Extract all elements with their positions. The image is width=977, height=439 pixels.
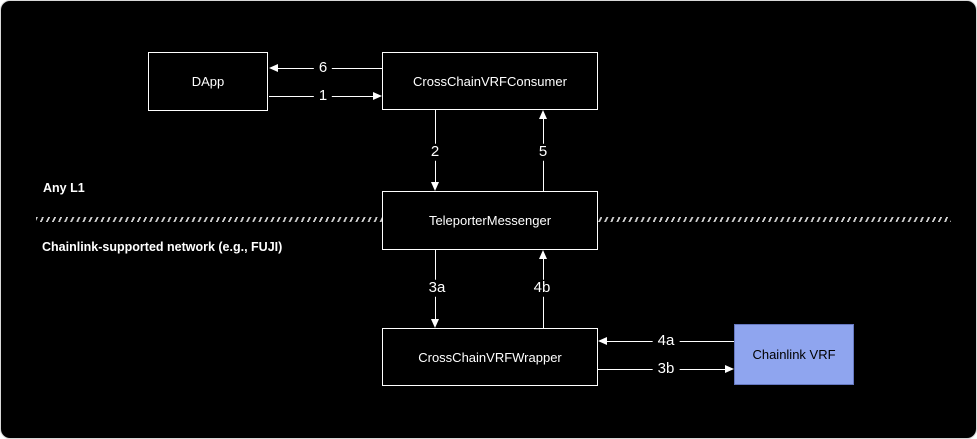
arrow-1-label: 1 [313, 87, 333, 105]
arrow-3a-label: 3a [423, 279, 451, 297]
node-chainlink-vrf-label: Chainlink VRF [752, 347, 836, 362]
arrow-6-label: 6 [313, 59, 333, 77]
arrow-3b-head-right-icon [725, 365, 734, 373]
arrow-5-label: 5 [533, 143, 553, 161]
arrow-3b-label: 3b [652, 360, 680, 378]
node-teleportermessenger-label: TeleporterMessenger [428, 213, 552, 228]
arrow-5-head-up-icon [539, 110, 547, 119]
node-dapp-label: DApp [191, 74, 225, 89]
arrow-4b-label: 4b [528, 279, 556, 297]
node-dapp: DApp [148, 52, 268, 111]
node-chainlink-vrf: Chainlink VRF [734, 324, 854, 385]
arrow-3a-head-down-icon [431, 319, 439, 328]
node-crosschainvrfwrapper-label: CrossChainVRFWrapper [418, 349, 562, 365]
arrow-1-head-right-icon [373, 92, 382, 100]
arrow-2-label: 2 [425, 143, 445, 161]
arrow-4a-head-left-icon [598, 337, 607, 345]
node-teleportermessenger: TeleporterMessenger [382, 191, 598, 250]
arrow-4b-head-up-icon [539, 250, 547, 259]
node-crosschainvrfconsumer-label: CrossChainVRFConsumer [413, 73, 567, 89]
arrow-2-head-down-icon [431, 182, 439, 191]
arrow-4a-label: 4a [652, 332, 680, 350]
region-label-chainlink-network: Chainlink-supported network (e.g., FUJI) [42, 240, 283, 254]
node-crosschainvrfwrapper: CrossChainVRFWrapper [382, 328, 598, 386]
arrow-6-head-left-icon [269, 64, 278, 72]
region-label-any-l1: Any L1 [43, 181, 85, 195]
node-crosschainvrfconsumer: CrossChainVRFConsumer [382, 52, 598, 110]
